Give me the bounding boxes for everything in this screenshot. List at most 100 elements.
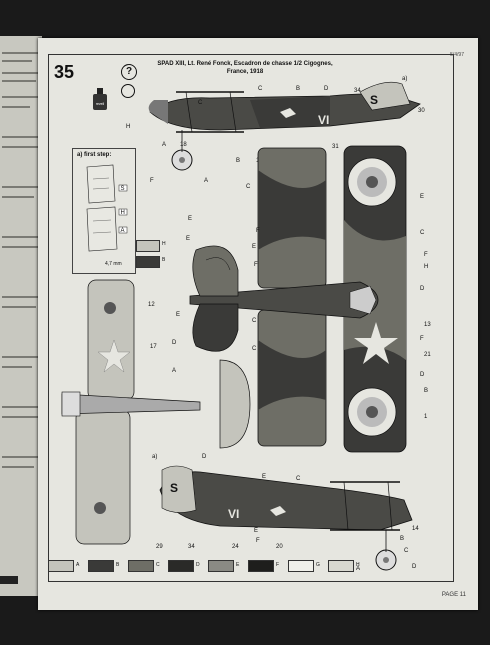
side-letter-s-top: S	[370, 93, 378, 107]
svg-text:20: 20	[276, 544, 283, 550]
legend-letter: A	[76, 562, 80, 568]
svg-text:A: A	[356, 566, 360, 572]
svg-text:B: B	[296, 86, 300, 92]
page-number: PAGE 11	[441, 592, 466, 598]
svg-text:C: C	[252, 318, 257, 324]
aircraft-side-view-top: S VI	[148, 81, 421, 171]
svg-text:B: B	[236, 158, 240, 164]
swatch-h	[328, 560, 354, 572]
legend-letter: B	[116, 562, 120, 568]
svg-text:D: D	[172, 340, 177, 346]
text-line	[2, 366, 32, 368]
marker-a: A	[121, 228, 125, 234]
svg-text:A: A	[162, 142, 166, 148]
svg-text:34: 34	[354, 88, 361, 94]
legend-letter: C	[156, 562, 160, 568]
swatch-g	[288, 560, 314, 572]
svg-text:H: H	[424, 264, 428, 270]
svg-text:F: F	[424, 252, 428, 258]
svg-text:18: 18	[180, 142, 187, 148]
step-number: 35	[54, 62, 75, 82]
text-line	[2, 416, 38, 418]
svg-text:a): a)	[152, 454, 157, 460]
swatch-e	[208, 560, 234, 572]
text-line	[2, 106, 30, 108]
page-code: 5/4/97	[450, 52, 464, 58]
legend-letter: G	[316, 562, 320, 568]
svg-text:D: D	[324, 86, 329, 92]
svg-text:1: 1	[424, 414, 428, 420]
svg-text:E: E	[254, 528, 258, 534]
svg-text:A: A	[204, 178, 208, 184]
svg-text:C: C	[296, 476, 301, 482]
text-line	[2, 52, 38, 54]
callouts-wings: C E E F C C D 12 17 A E F E F D H D 21 1…	[148, 184, 431, 420]
svg-text:D: D	[420, 286, 425, 292]
swatch-c	[128, 560, 154, 572]
text-line	[2, 406, 40, 408]
text-line	[2, 80, 36, 82]
first-step-size: 4,7 mm	[105, 261, 122, 267]
svg-text:C: C	[420, 230, 425, 236]
page-frame	[48, 54, 454, 582]
svg-text:B: B	[400, 536, 404, 542]
svg-text:C: C	[404, 548, 409, 554]
svg-text:D: D	[202, 454, 207, 460]
svg-text:29: 29	[156, 544, 163, 550]
text-line	[2, 60, 32, 62]
text-line	[2, 96, 40, 98]
aircraft-side-view-bottom: S VI	[159, 465, 413, 571]
gear-icon	[121, 84, 135, 98]
first-step-box: a) first step: 4,7 mm S H A	[72, 148, 136, 274]
text-line	[2, 246, 38, 248]
svg-text:17: 17	[150, 344, 157, 350]
svg-text:H: H	[126, 124, 130, 130]
svg-text:12: 12	[148, 302, 155, 308]
svg-text:C: C	[198, 100, 203, 106]
svg-text:A: A	[172, 368, 176, 374]
svg-text:E: E	[420, 194, 424, 200]
svg-text:B: B	[424, 388, 428, 394]
swatch-dark	[136, 256, 160, 268]
svg-text:C: C	[252, 346, 257, 352]
text-line	[2, 356, 40, 358]
svg-text:14: 14	[412, 526, 419, 532]
title-line-2: France, 1918	[226, 69, 264, 75]
side-number-vi-bottom: VI	[228, 507, 239, 521]
swatch-a	[48, 560, 74, 572]
text-line	[2, 136, 40, 138]
svg-text:F: F	[420, 336, 424, 342]
legend-letter: D	[196, 562, 200, 568]
text-line	[2, 466, 34, 468]
svg-text:a): a)	[402, 76, 407, 82]
text-line	[2, 296, 40, 298]
svg-text:F: F	[150, 178, 154, 184]
svg-text:C: C	[258, 86, 263, 92]
marker-s: S	[121, 186, 125, 192]
side-number-vi-top: VI	[318, 113, 329, 127]
swatch-light	[136, 240, 160, 252]
legend-letter: F	[276, 562, 280, 568]
help-icon: ?	[121, 64, 137, 80]
dark-block	[0, 576, 18, 584]
swatch-d	[168, 560, 194, 572]
svg-text:F: F	[256, 538, 260, 544]
text-line	[2, 236, 40, 238]
side-letter-s-bottom: S	[170, 481, 178, 495]
swatch-f	[248, 560, 274, 572]
text-line	[2, 196, 34, 198]
lower-wing	[257, 147, 327, 447]
title-line-1: SPAD XIII, Lt. René Fonck, Escadron de c…	[157, 61, 333, 67]
swatch-letter: B	[162, 257, 166, 263]
previous-page	[0, 36, 42, 596]
text-line	[2, 146, 38, 148]
svg-text:E: E	[188, 216, 192, 222]
glue-label: revell	[96, 102, 105, 106]
text-line	[2, 456, 40, 458]
glue-bottle-icon: revell	[93, 88, 107, 110]
legend-letter: E	[236, 562, 240, 568]
first-step-diagram: S H A	[86, 164, 128, 252]
aircraft-top-view	[189, 245, 379, 352]
svg-text:C: C	[246, 184, 251, 190]
